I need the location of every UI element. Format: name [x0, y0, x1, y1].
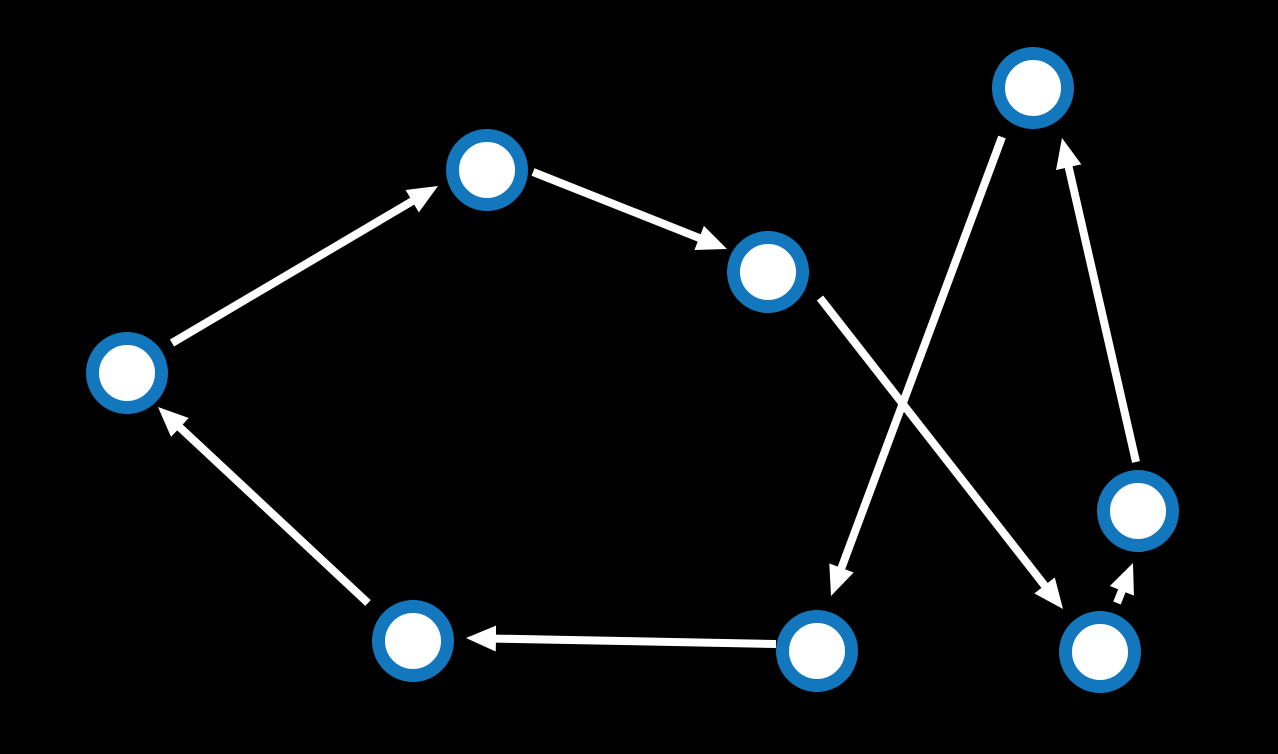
- edge-node-top-right-to-node-bottom-middle: [829, 135, 1006, 596]
- node-center: [727, 231, 809, 313]
- node-bottom-left: [372, 600, 454, 682]
- edge-node-bottom-middle-to-node-bottom-left: [466, 625, 777, 652]
- edge-node-left-to-node-upper-middle: [169, 186, 438, 347]
- edge-node-center-to-node-bottom-right: [816, 295, 1063, 609]
- node-top-right: [992, 47, 1074, 129]
- node-right: [1097, 470, 1179, 552]
- edge-node-bottom-right-to-node-right: [1109, 563, 1134, 605]
- node-left: [86, 332, 168, 414]
- node-upper-middle: [446, 129, 528, 211]
- edge-node-upper-middle-to-node-center: [531, 168, 728, 251]
- node-bottom-right: [1059, 611, 1141, 693]
- node-bottom-middle: [776, 610, 858, 692]
- edge-node-bottom-left-to-node-left: [157, 406, 371, 606]
- edge-node-right-to-node-top-right: [1056, 138, 1140, 463]
